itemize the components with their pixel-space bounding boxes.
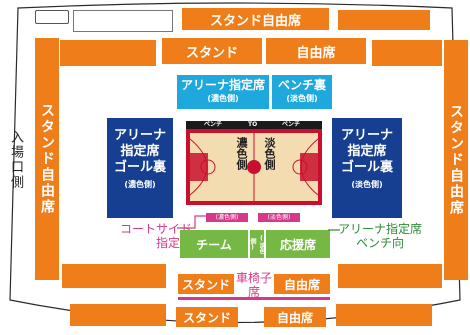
- court-tag-light: (淡色側): [258, 213, 300, 222]
- stand-left[interactable]: スタンド自由席: [35, 38, 59, 280]
- arena-bench-left-sub: (濃色側): [207, 94, 239, 103]
- stand-bottom2-right[interactable]: 自由席: [264, 307, 326, 327]
- team-seats[interactable]: チーム: [180, 230, 248, 258]
- wheelchair-line2: 席: [247, 285, 260, 299]
- wheelchair-strip: [178, 297, 330, 300]
- bench-facing-label: アリーナ指定席 ベンチ向: [338, 222, 422, 250]
- bench-facing-leader: [328, 229, 340, 231]
- top-white-box: [73, 10, 173, 32]
- court-tag-dark: (濃色側): [206, 213, 248, 222]
- arena-bench-right[interactable]: ベンチ裏 (淡色側): [272, 75, 332, 109]
- stand-row2-left[interactable]: スタンド: [162, 38, 262, 64]
- court-dark-side: 濃色側: [235, 137, 248, 170]
- goal-left-line1: アリーナ: [113, 128, 166, 143]
- court-bench-left: ベンチ: [204, 121, 223, 128]
- stand-bottom1-right[interactable]: 自由席: [274, 274, 330, 294]
- bottom2-left-block[interactable]: [70, 304, 166, 326]
- goal-left-line2: 指定席: [120, 144, 160, 159]
- goal-right-line1: アリーナ: [340, 128, 393, 143]
- goal-right-line3: ゴール裏: [340, 160, 393, 175]
- court-floor: [190, 133, 318, 201]
- goal-right-sub: (淡色側): [351, 180, 383, 189]
- court-light-side: 淡色側: [263, 137, 276, 170]
- court: ベンチ TO ベンチ 濃色側 淡色側: [186, 121, 322, 205]
- arena-bench-left-title: アリーナ指定席: [180, 78, 265, 92]
- bottom1-right-block[interactable]: [338, 264, 442, 288]
- arena-bench-right-title: ベンチ裏: [277, 78, 326, 92]
- cheer-seats[interactable]: 応援席: [266, 230, 330, 258]
- bottom1-left-block[interactable]: [62, 264, 166, 288]
- goal-left-line3: ゴール裏: [113, 160, 166, 175]
- stand-right[interactable]: スタンド自由席: [444, 40, 468, 280]
- stand-row2-right[interactable]: 自由席: [266, 38, 366, 64]
- top-right-block[interactable]: [338, 10, 430, 30]
- wheelchair-line1: 車椅子: [236, 271, 273, 285]
- arena-bench-left[interactable]: アリーナ指定席 (濃色側): [177, 75, 269, 109]
- courtside-leader: [177, 215, 211, 229]
- bench-facing-line2: ベンチ向: [356, 236, 405, 250]
- court-bench-strip: [186, 121, 322, 129]
- court-bench-to: TO: [248, 121, 258, 128]
- courtside-line2: 指定席: [155, 236, 192, 250]
- stand-bottom1-left[interactable]: スタンド: [178, 274, 234, 294]
- court-bench-right: ベンチ: [282, 121, 301, 128]
- stand-bottom2-left[interactable]: スタンド: [176, 307, 238, 327]
- entrance-label: 入場口側: [8, 130, 23, 190]
- bottom2-right-block[interactable]: [336, 304, 432, 326]
- goal-right-line2: 指定席: [347, 144, 387, 159]
- courtside-line1: コートサイド: [119, 222, 192, 236]
- goal-left-sub: (濃色側): [124, 180, 156, 189]
- arena-goal-left[interactable]: アリーナ 指定席 ゴール裏 (濃色側): [107, 118, 173, 218]
- stand-free-top[interactable]: スタンド自由席: [182, 8, 329, 30]
- wheelchair-seats[interactable]: 車椅子 席: [236, 271, 272, 301]
- arena-goal-right[interactable]: アリーナ 指定席 ゴール裏 (淡色側): [332, 118, 402, 218]
- row2-right-block[interactable]: [372, 40, 442, 66]
- team-mid-label: (淡色側): [249, 230, 265, 258]
- arena-bench-right-sub: (淡色側): [286, 94, 318, 103]
- top-small-box-left: [35, 10, 69, 24]
- row2-left-block[interactable]: [60, 40, 156, 66]
- bench-facing-line1: アリーナ指定席: [338, 222, 423, 236]
